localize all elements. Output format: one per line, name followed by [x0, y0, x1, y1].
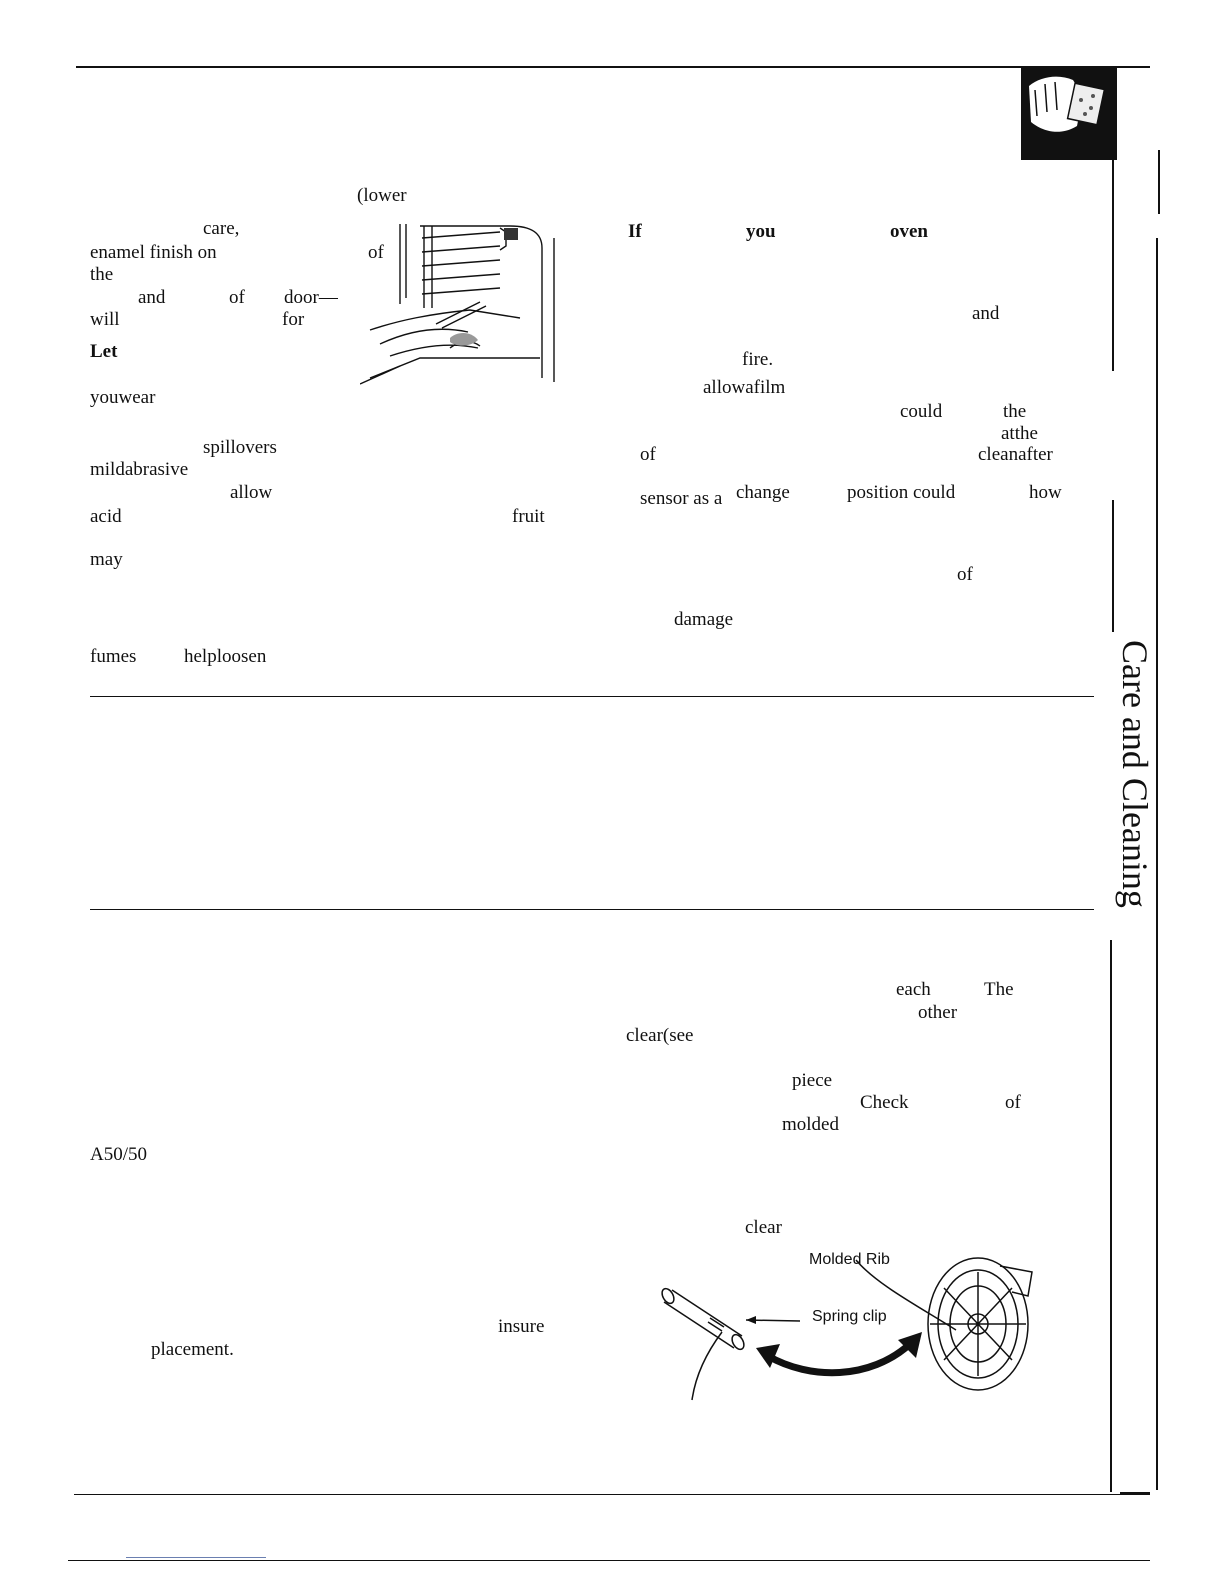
word-oven: oven	[890, 221, 928, 242]
word-each: each	[896, 979, 931, 1000]
word-acid: acid	[90, 506, 122, 527]
side-rule-d	[1112, 500, 1114, 632]
top-rule	[76, 66, 1150, 68]
side-rule-e	[1110, 940, 1112, 1492]
word-check: Check	[860, 1092, 909, 1113]
burner-diagram	[660, 1248, 1050, 1408]
word-help-loosen: helploosen	[184, 646, 267, 667]
word-enamel-finish-on: enamel finish on	[90, 242, 217, 263]
word-fruit: fruit	[512, 506, 545, 527]
word-of-2: of	[229, 287, 245, 308]
word-fire: fire.	[742, 349, 774, 370]
side-rule-a	[1112, 66, 1114, 371]
word-of-1: of	[368, 242, 384, 263]
footer-rule	[68, 1560, 1150, 1561]
word-at-the: atthe	[1001, 423, 1038, 444]
word-could: could	[900, 401, 943, 422]
word-insure: insure	[498, 1316, 545, 1337]
word-of-r2: of	[957, 564, 973, 585]
word-fumes: fumes	[90, 646, 137, 667]
word-the-b: The	[984, 979, 1014, 1000]
word-piece: piece	[792, 1070, 833, 1091]
word-you: you	[746, 221, 776, 242]
word-door: door—	[284, 287, 338, 308]
word-damage: damage	[674, 609, 734, 630]
word-ratio: A50/50	[90, 1144, 147, 1165]
middle-rule-2	[90, 909, 1094, 910]
molded-rib-label: Molded Rib	[809, 1251, 890, 1268]
word-of-r: of	[640, 444, 656, 465]
word-if: If	[628, 221, 642, 242]
side-tab-title: Care and Cleaning	[1115, 640, 1155, 908]
word-allow: allow	[230, 482, 273, 503]
word-let: Let	[90, 341, 118, 362]
word-the: the	[90, 264, 114, 285]
word-molded: molded	[782, 1114, 839, 1135]
word-and: and	[138, 287, 166, 308]
word-the-r: the	[1003, 401, 1027, 422]
bottom-rule	[74, 1494, 1150, 1495]
side-tab: Care and Cleaning	[1115, 640, 1156, 930]
word-may: may	[90, 549, 123, 570]
word-for: for	[282, 309, 305, 330]
word-change: change	[736, 482, 790, 503]
word-position-could: position could	[847, 482, 956, 503]
footer-accent-rule	[126, 1557, 266, 1558]
word-will: will	[90, 309, 120, 330]
word-mild-abrasive: mildabrasive	[90, 459, 189, 480]
word-and-r: and	[972, 303, 1000, 324]
spring-clip-label: Spring clip	[812, 1308, 887, 1325]
word-allow-a-film: allowafilm	[703, 377, 786, 398]
word-lower: (lower	[357, 185, 407, 206]
word-placement: placement.	[151, 1339, 234, 1360]
word-spillovers: spillovers	[203, 437, 277, 458]
word-sensor-as-a: sensor as a	[640, 488, 723, 509]
hand-sponge-icon	[1021, 66, 1117, 160]
word-of-b: of	[1005, 1092, 1021, 1113]
word-care: care,	[203, 218, 240, 239]
middle-rule-1	[90, 696, 1094, 697]
word-how: how	[1029, 482, 1062, 503]
word-other: other	[918, 1002, 958, 1023]
word-you-wear: youwear	[90, 387, 156, 408]
word-clean-after: cleanafter	[978, 444, 1053, 465]
side-rule-b	[1158, 150, 1160, 214]
word-clear: clear	[745, 1217, 782, 1238]
footer-short-rule	[1120, 1492, 1150, 1494]
oven-cleaning-illustration	[359, 218, 560, 386]
side-rule-c	[1156, 238, 1158, 1490]
word-clear-see: clear(see	[626, 1025, 694, 1046]
